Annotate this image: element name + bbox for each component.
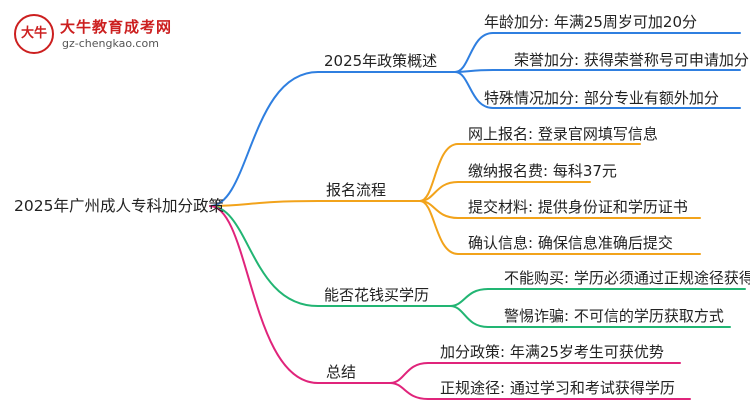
leaf-formal-path: 正规途径: 通过学习和考试获得学历 [440, 379, 675, 397]
leaf-special-bonus: 特殊情况加分: 部分专业有额外加分 [484, 89, 719, 107]
branch-registration-process: 报名流程 [326, 181, 387, 199]
branch-2-leaf-2-connector [419, 181, 591, 202]
branch-4-leaf-2-connector [389, 382, 691, 400]
branch-summary: 总结 [326, 363, 357, 381]
branch-1-leaf-2-connector [454, 69, 741, 73]
root-topic: 2025年广州成人专科加分政策 [14, 197, 224, 215]
logo-title: 大牛教育成考网 [60, 18, 173, 36]
branch-4-leaf-1-connector [389, 362, 681, 384]
branch-2-leaf-1-connector [419, 143, 641, 202]
branch-2-leaf-4-connector [419, 200, 701, 255]
site-logo[interactable]: 大牛 大牛教育成考网 gz-chengkao.com [14, 14, 184, 58]
branch-3-connector [209, 205, 451, 307]
leaf-online-registration: 网上报名: 登录官网填写信息 [468, 125, 658, 143]
branch-1-leaf-3-connector [454, 71, 741, 109]
branch-3-leaf-1-connector [449, 288, 746, 307]
logo-url: gz-chengkao.com [62, 37, 159, 50]
leaf-bonus-policy: 加分政策: 年满25岁考生可获优势 [440, 343, 664, 361]
leaf-beware-fraud: 警惕诈骗: 不可信的学历获取方式 [504, 307, 724, 325]
leaf-confirm-info: 确认信息: 确保信息准确后提交 [468, 234, 673, 252]
leaf-registration-fee: 缴纳报名费: 每科37元 [468, 162, 617, 180]
leaf-submit-materials: 提交材料: 提供身份证和学历证书 [468, 198, 688, 216]
logo-badge-text: 大牛 [20, 26, 47, 41]
leaf-honor-bonus: 荣誉加分: 获得荣誉称号可申请加分 [514, 51, 749, 69]
leaf-cannot-buy: 不能购买: 学历必须通过正规途径获得 [504, 269, 750, 287]
branch-2-connector [209, 200, 421, 207]
branch-1-connector [209, 71, 461, 207]
branch-3-leaf-2-connector [449, 305, 731, 328]
leaf-age-bonus: 年龄加分: 年满25周岁可加20分 [484, 13, 697, 31]
branch-buy-degree: 能否花钱买学历 [324, 286, 430, 304]
branch-policy-overview: 2025年政策概述 [324, 52, 438, 70]
logo-badge-icon: 大牛 [14, 14, 54, 54]
branch-4-connector [209, 205, 391, 384]
branch-1-leaf-1-connector [454, 32, 741, 73]
